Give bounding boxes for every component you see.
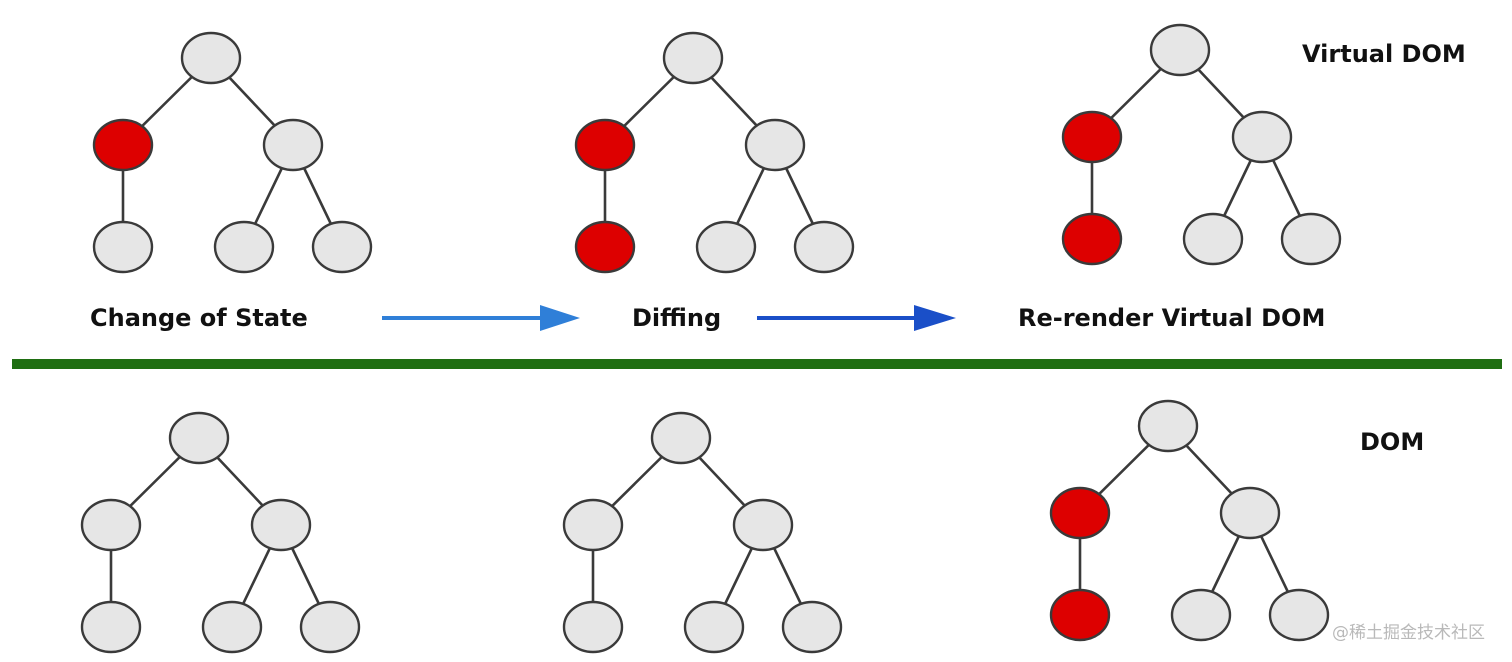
- node-root: [180, 31, 242, 85]
- node-right-grandchild-1: [201, 600, 263, 654]
- node-right-child: [262, 118, 324, 172]
- node-right-child: [250, 498, 312, 552]
- node-root: [662, 31, 724, 85]
- tree-virtual-dom-diffing: [574, 31, 855, 274]
- tree-dom-diffing: [562, 411, 843, 654]
- node-right-child: [1231, 110, 1293, 164]
- tree-dom-change-of-state: [80, 411, 361, 654]
- node-left-child-changed: [574, 118, 636, 172]
- node-right-grandchild-2: [1268, 588, 1330, 642]
- node-left-child-changed: [92, 118, 154, 172]
- step-label-diffing: Diffing: [632, 304, 721, 332]
- watermark: @稀土掘金技术社区: [1332, 623, 1485, 643]
- node-right-child: [732, 498, 794, 552]
- node-left-grandchild-changed: [1049, 588, 1111, 642]
- node-left-grandchild-changed: [1061, 212, 1123, 266]
- node-right-child: [744, 118, 806, 172]
- arrow-change-to-diffing: [382, 305, 580, 331]
- node-root: [1149, 23, 1211, 77]
- node-root: [168, 411, 230, 465]
- node-right-grandchild-1: [213, 220, 275, 274]
- node-right-grandchild-1: [1170, 588, 1232, 642]
- node-left-grandchild: [562, 600, 624, 654]
- arrow-diffing-to-re-render: [757, 305, 956, 331]
- section-divider: [12, 359, 1502, 369]
- node-left-child: [562, 498, 624, 552]
- tree-dom-re-render: [1049, 399, 1330, 642]
- step-label-change-of-state: Change of State: [90, 304, 308, 332]
- step-label-re-render: Re-render Virtual DOM: [1018, 304, 1325, 332]
- node-right-grandchild-2: [299, 600, 361, 654]
- node-left-child-changed: [1049, 486, 1111, 540]
- dom-label: DOM: [1360, 428, 1424, 456]
- node-right-grandchild-2: [1280, 212, 1342, 266]
- node-left-child-changed: [1061, 110, 1123, 164]
- node-right-grandchild-2: [793, 220, 855, 274]
- node-right-grandchild-1: [683, 600, 745, 654]
- node-left-grandchild-changed: [574, 220, 636, 274]
- node-root: [650, 411, 712, 465]
- node-right-grandchild-1: [695, 220, 757, 274]
- node-right-grandchild-2: [781, 600, 843, 654]
- node-right-grandchild-2: [311, 220, 373, 274]
- tree-virtual-dom-re-render: [1061, 23, 1342, 266]
- tree-virtual-dom-change-of-state: [92, 31, 373, 274]
- trees-layer: [80, 23, 1342, 654]
- node-left-child: [80, 498, 142, 552]
- node-right-child: [1219, 486, 1281, 540]
- node-right-grandchild-1: [1182, 212, 1244, 266]
- virtual-dom-label: Virtual DOM: [1302, 40, 1466, 68]
- node-root: [1137, 399, 1199, 453]
- node-left-grandchild: [92, 220, 154, 274]
- node-left-grandchild: [80, 600, 142, 654]
